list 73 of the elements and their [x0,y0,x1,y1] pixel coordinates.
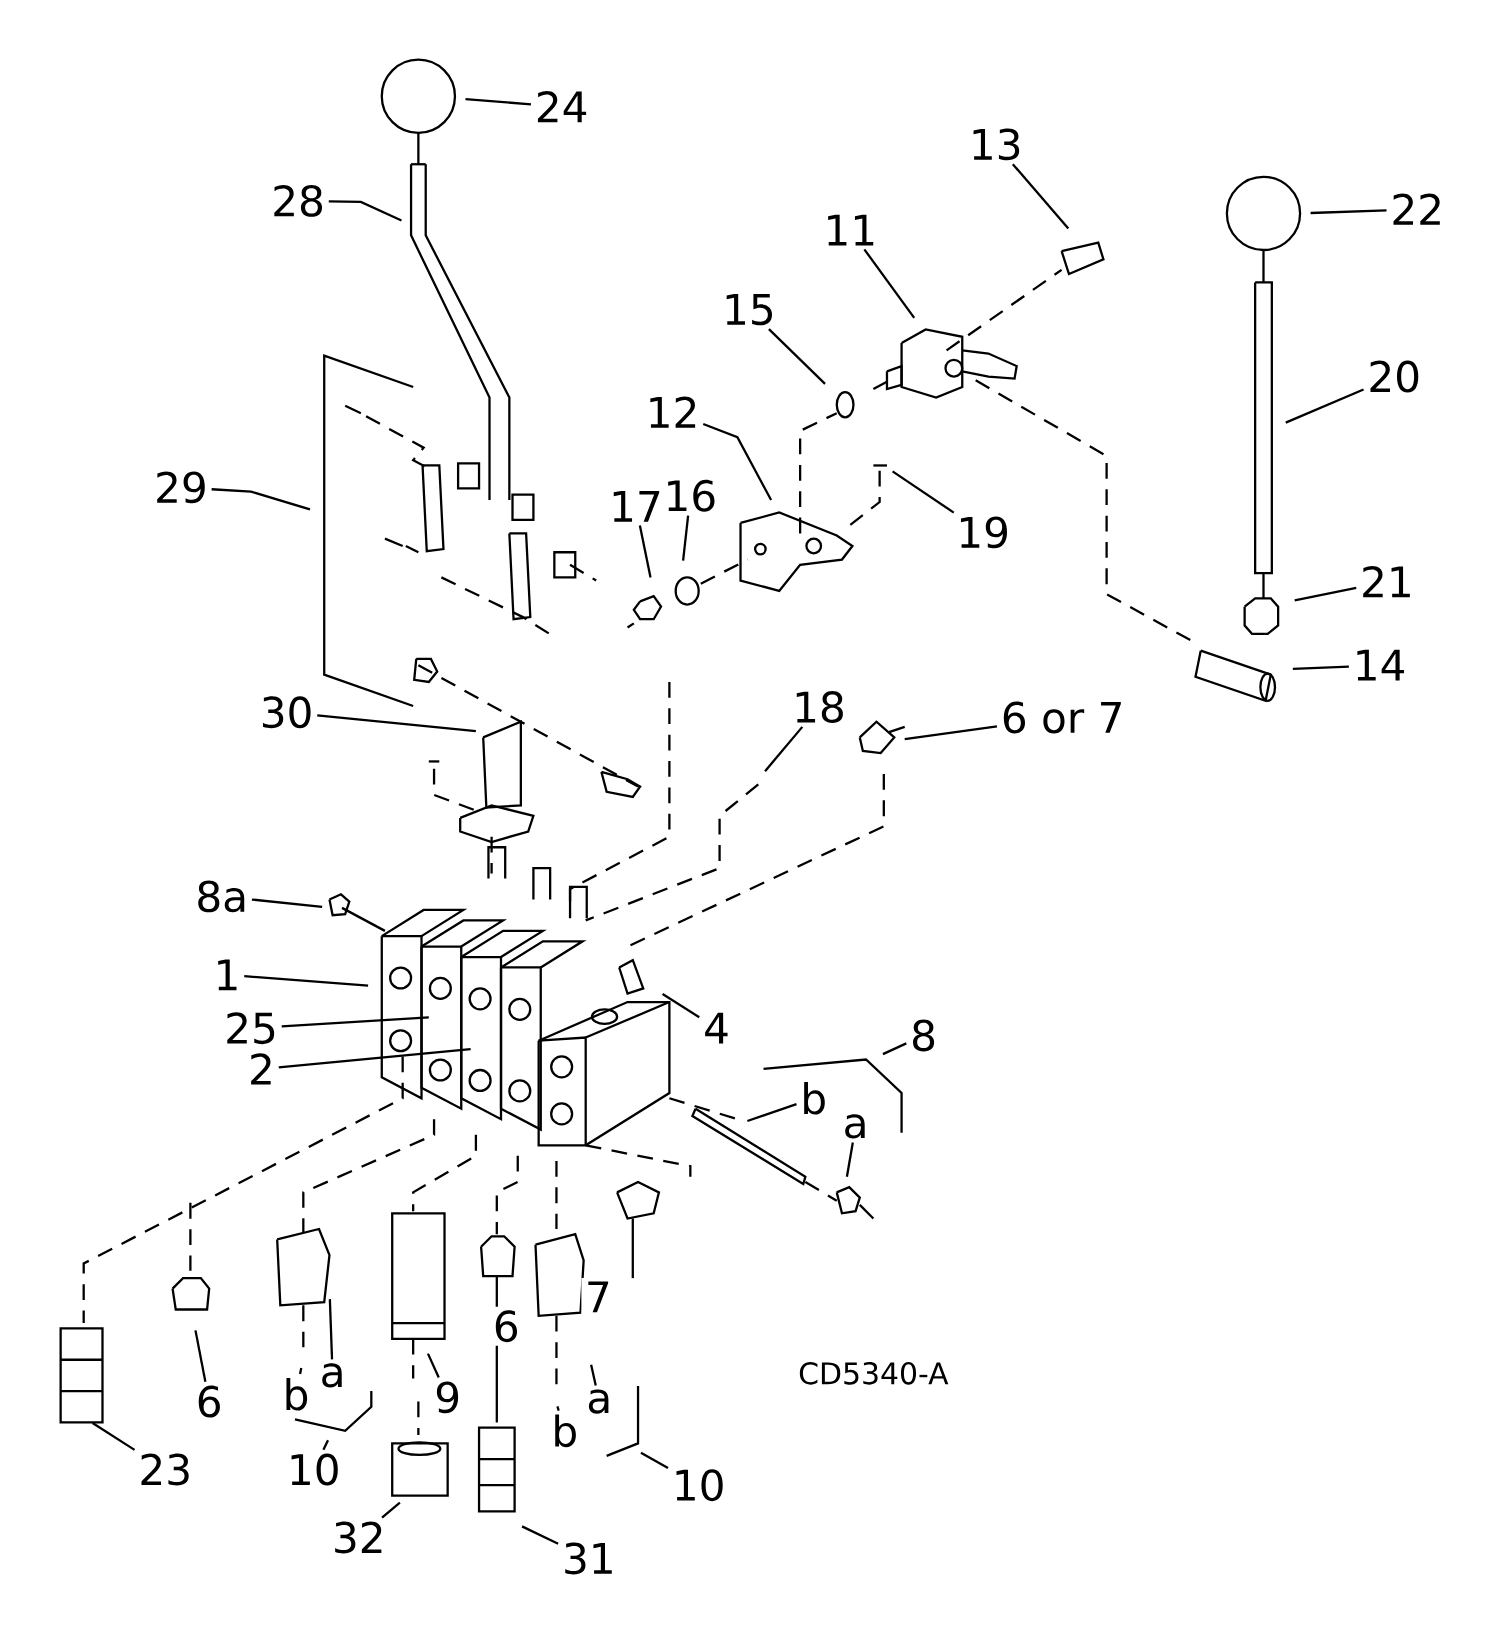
leader-line [251,898,323,908]
callout-number: 18 [788,687,850,727]
callout-number: 20 [1363,357,1425,396]
callout-number: 21 [1356,562,1418,601]
leader-line [662,993,700,1019]
leader-line [328,200,403,222]
callout-number: 29 [150,467,212,507]
callout-number: 24 [531,87,593,126]
leader-line [1294,586,1357,602]
leader-line [322,1439,330,1451]
callout-number: 30 [256,692,317,732]
callout-number: 7 [581,1278,616,1316]
callout-number: b [279,1374,313,1415]
leader-line [317,714,477,733]
callout-number: 23 [134,1450,196,1489]
callout-number: b [548,1411,582,1451]
leader-line [882,1042,907,1056]
leader-line [638,525,652,578]
leader-line [299,1367,303,1375]
callout-number: 19 [952,512,1014,552]
callout-number: 6 or 7 [997,698,1129,737]
callout-number: 25 [220,1008,282,1048]
callout-number: 2 [244,1049,279,1089]
leader-line [640,1451,669,1469]
leader-line [892,470,955,514]
callout-number: 10 [668,1465,730,1505]
leader-line [1012,163,1070,230]
callout-number: 14 [1349,646,1410,685]
leader-line [211,488,311,511]
leader-line [427,1353,440,1379]
callout-number: b [796,1078,831,1119]
leader-line [328,1299,334,1360]
leader-line [521,1525,559,1545]
callout-number: 13 [965,124,1027,164]
callout-number: 31 [558,1539,620,1578]
leader-line [764,726,804,772]
leader-line [194,1330,207,1382]
leader-line [682,515,690,561]
callout-number: 8a [191,876,252,916]
callout-number: 8 [906,1016,941,1055]
leader-line [556,1406,560,1411]
leader-line [845,1142,855,1177]
callout-number: a [582,1385,616,1418]
leader-line [281,1016,429,1028]
leader-line [465,98,532,106]
leader-line [863,248,916,319]
leader-line [1292,665,1349,671]
callout-number: 4 [699,1009,734,1048]
callout-number: 10 [283,1450,345,1489]
callout-number: 1 [210,955,244,994]
leader-line [590,1364,597,1386]
callout-number: 12 [642,392,703,432]
callout-number: 22 [1386,190,1448,229]
callout-number: 6 [192,1382,227,1421]
leader-line [1285,388,1365,424]
leader-line [244,975,369,987]
callout-number: 32 [328,1518,390,1557]
callout-number: a [316,1359,350,1391]
leader-line [702,422,773,501]
callout-number: 15 [718,290,780,329]
callout-number: 28 [267,181,329,221]
leader-line [747,1103,797,1123]
leader-line [381,1501,401,1519]
leader-line [768,328,826,385]
leader-line [1310,209,1387,215]
leader-line [278,1047,471,1069]
leader-line [904,725,998,741]
figure-code: CD5340-A [794,1358,953,1389]
callout-number: 6 [489,1306,524,1346]
callout-number: 11 [820,211,881,250]
callout-number: 9 [430,1377,465,1417]
leader-line [92,1421,136,1451]
callout-number: a [839,1110,873,1143]
